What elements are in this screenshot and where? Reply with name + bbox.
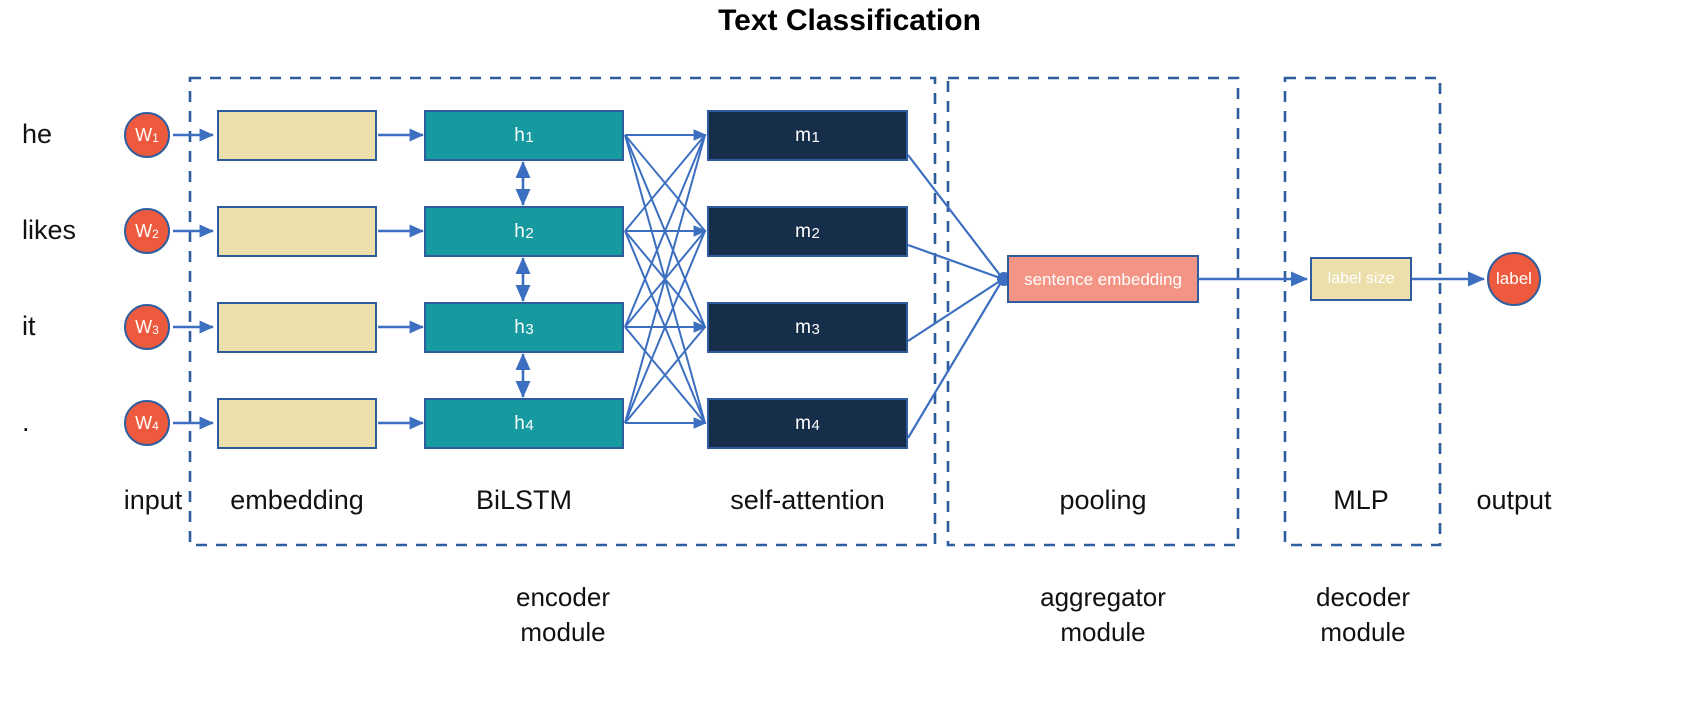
- stage-caption-pooling: pooling: [1059, 485, 1147, 515]
- bilstm-label-sub: 4: [525, 417, 534, 434]
- input-word-3: it: [22, 311, 36, 341]
- embedding-block-3[interactable]: [217, 302, 377, 353]
- attention-label-base: m: [795, 413, 812, 434]
- token-base: W: [135, 221, 153, 241]
- output-label-circle[interactable]: label: [1487, 252, 1541, 306]
- input-word-1: he: [22, 119, 53, 149]
- embedding-block-4[interactable]: [217, 398, 377, 449]
- attention-label-sub: 2: [811, 225, 820, 242]
- attention-label-base: m: [795, 221, 812, 242]
- input-word-4: .: [22, 407, 30, 437]
- token-base: W: [135, 413, 153, 433]
- module-caption-aggregator: aggregator module: [1003, 580, 1203, 650]
- attention-label-base: m: [795, 317, 812, 338]
- module-caption-line2: module: [1320, 617, 1406, 648]
- token-sub: 2: [152, 227, 159, 241]
- module-caption-line2: module: [1060, 617, 1146, 648]
- pooling-block[interactable]: sentence embedding: [1007, 255, 1199, 303]
- token-base: W: [135, 125, 153, 145]
- bilstm-label-base: h: [514, 221, 526, 242]
- stage-caption-output: output: [1476, 485, 1552, 515]
- stage-caption-self-attention: self-attention: [730, 485, 885, 515]
- token-sub: 3: [152, 323, 159, 337]
- bilstm-label-base: h: [514, 125, 526, 146]
- bilstm-label-base: h: [514, 317, 526, 338]
- bilstm-label-base: h: [514, 413, 526, 434]
- attention-label-sub: 3: [811, 321, 820, 338]
- token-sub: 4: [152, 419, 159, 433]
- mlp-block[interactable]: label size: [1310, 257, 1412, 301]
- attention-label-sub: 4: [811, 417, 820, 434]
- token-to-embedding-arrows: [173, 128, 214, 430]
- attention-to-pooling-lines: [907, 154, 1004, 439]
- embedding-block-1[interactable]: [217, 110, 377, 161]
- decoder-module-outline: [1283, 76, 1442, 547]
- bilstm-label-sub: 2: [525, 225, 534, 242]
- self-attention-arrowheads: [690, 129, 707, 429]
- module-caption-encoder: encoder module: [463, 580, 663, 650]
- page-title: Text Classification: [718, 4, 981, 37]
- stage-caption-bilstm: BiLSTM: [475, 485, 573, 515]
- token-base: W: [135, 317, 153, 337]
- stage-caption-mlp: MLP: [1333, 485, 1389, 515]
- attention-label-base: m: [795, 125, 812, 146]
- module-caption-decoder: decoder module: [1263, 580, 1463, 650]
- aggregator-module-outline: [946, 76, 1240, 547]
- attention-label-sub: 1: [811, 129, 820, 146]
- module-caption-line1: encoder: [516, 582, 610, 612]
- module-caption-line1: decoder: [1316, 582, 1410, 612]
- stage-caption-input: input: [123, 485, 183, 515]
- token-sub: 1: [152, 131, 159, 145]
- input-word-2: likes: [22, 215, 77, 245]
- module-caption-line2: module: [520, 617, 606, 648]
- bilstm-label-sub: 1: [525, 129, 534, 146]
- embedding-to-lstm-arrows: [378, 128, 424, 430]
- self-attention-fan: [624, 134, 706, 424]
- module-caption-line1: aggregator: [1040, 582, 1166, 612]
- stage-caption-embedding: embedding: [230, 485, 364, 515]
- embedding-block-2[interactable]: [217, 206, 377, 257]
- bilstm-label-sub: 3: [525, 321, 534, 338]
